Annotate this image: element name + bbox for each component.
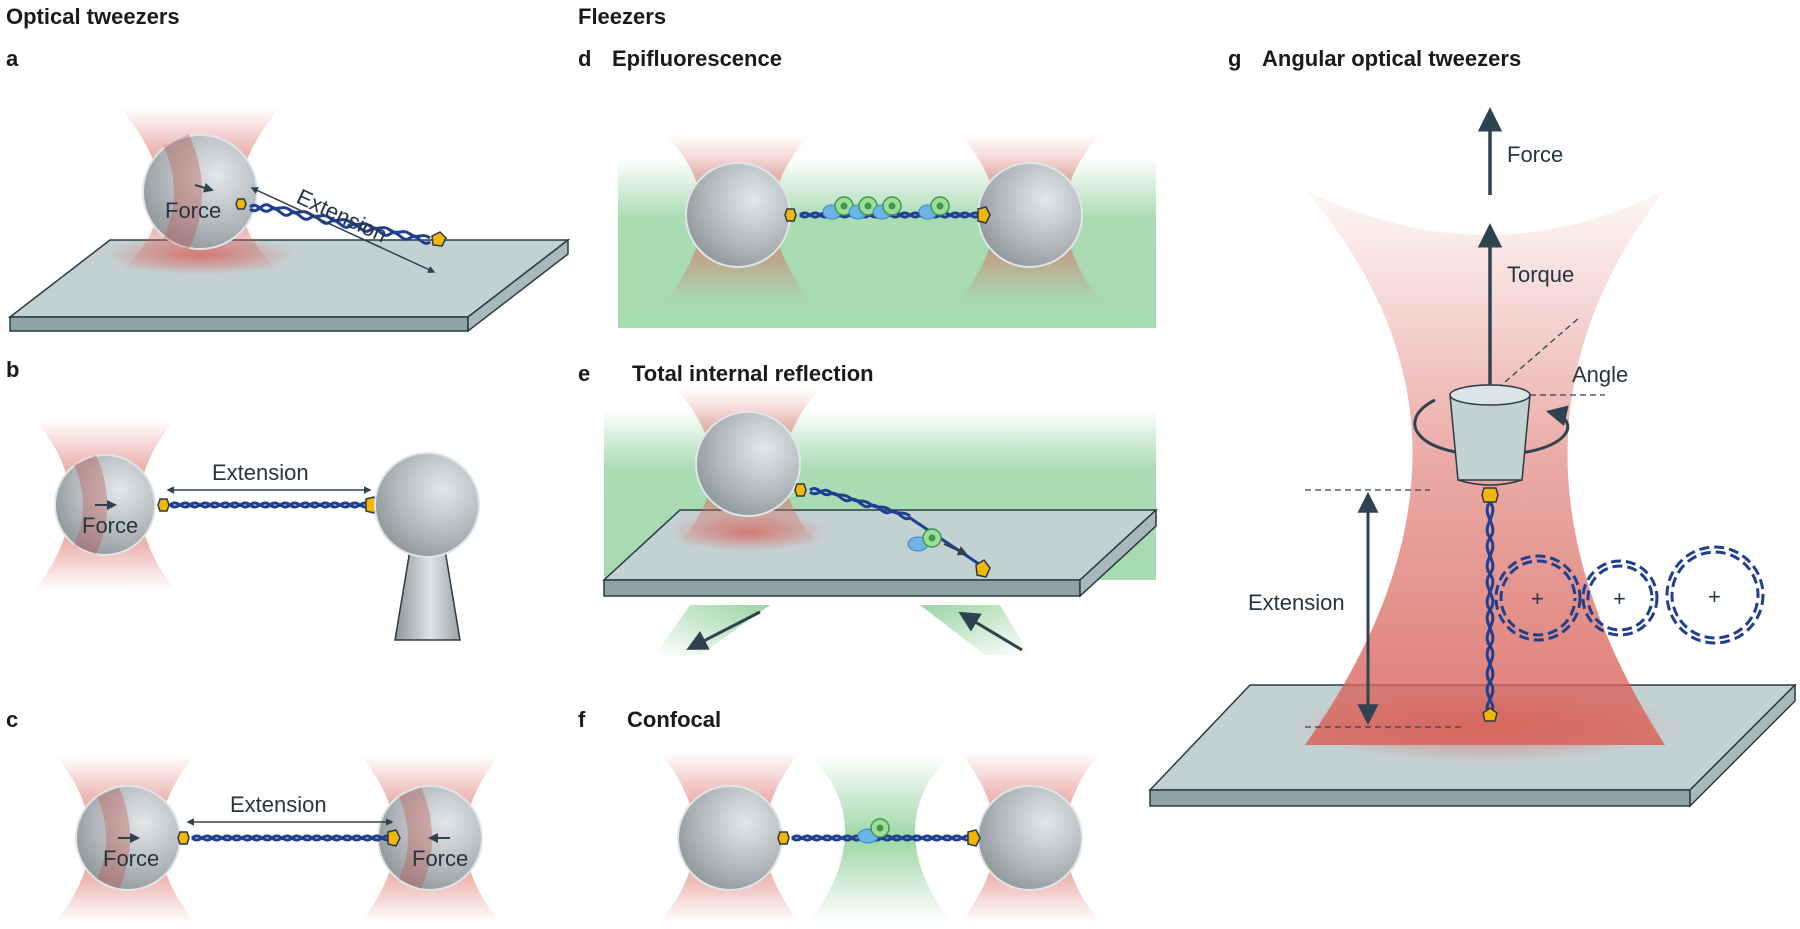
torque-label: Torque	[1507, 262, 1574, 287]
reflected-beam	[655, 605, 770, 655]
panel-e: e Total internal reflection	[578, 361, 1158, 655]
angle-label: Angle	[1572, 362, 1628, 387]
panel-d-letter: d	[578, 46, 591, 71]
coverslip-side	[1689, 683, 1796, 808]
supercoil-loop	[1586, 564, 1654, 632]
supercoil-loop	[1494, 554, 1582, 642]
panel-f-letter: f	[578, 707, 586, 732]
coverslip-side	[1079, 508, 1157, 598]
extension-arrow	[250, 187, 436, 273]
heading-fleezers: Fleezers	[578, 4, 666, 29]
panel-c: c Force Force Extension	[6, 707, 500, 922]
coverslip-side	[467, 238, 569, 333]
handle-digoxigenin	[975, 558, 991, 578]
supercoil-loop	[1670, 550, 1760, 640]
cylinder-top	[1449, 384, 1531, 406]
cylinder-bottom	[1457, 479, 1523, 486]
panel-g-letter: g	[1228, 46, 1241, 71]
force-label: Force	[82, 513, 138, 538]
handle-biotin	[784, 208, 797, 222]
force-label-left: Force	[103, 846, 159, 871]
handle-biotin	[777, 831, 790, 845]
trapped-bead-left	[677, 785, 783, 891]
fluorophore-core	[928, 534, 936, 542]
extension-label: Extension	[212, 460, 309, 485]
fluorophore-core	[840, 202, 848, 210]
panel-d: d Epifluorescence	[578, 46, 1156, 328]
force-arrow	[194, 182, 214, 193]
beam-overlap-right	[398, 787, 432, 889]
handle-digoxigenin	[387, 829, 401, 847]
plectonemes: + + +	[1494, 545, 1765, 645]
handle-top	[1481, 487, 1499, 503]
fluorophore-core	[876, 824, 884, 832]
handle-biotin	[157, 498, 170, 512]
panel-e-letter: e	[578, 361, 590, 386]
dna-tether-strand-2	[1485, 501, 1495, 714]
panel-d-title: Epifluorescence	[612, 46, 782, 71]
handle-biotin	[177, 831, 190, 845]
dna-strand-2	[169, 501, 371, 509]
extension-label: Extension	[230, 792, 327, 817]
micropipette	[394, 549, 461, 641]
beam-overlap	[163, 134, 202, 250]
dna-strand-2	[191, 834, 393, 842]
handle-digoxigenin	[967, 829, 981, 847]
coverslip-edge	[1149, 789, 1691, 807]
handle-digoxigenin	[977, 206, 991, 224]
pipette-bead	[374, 452, 480, 558]
handle-biotin	[794, 483, 807, 497]
incident-beam-arrow	[958, 611, 1023, 652]
dna-strand-2	[809, 488, 911, 518]
supercoil-loop	[1581, 559, 1659, 637]
dna-strand-2	[791, 834, 973, 842]
translocation-arrow	[943, 543, 968, 556]
coverslip-edge	[603, 579, 1081, 597]
panel-b-letter: b	[6, 357, 19, 382]
force-label: Force	[1507, 142, 1563, 167]
panel-a-letter: a	[6, 46, 19, 71]
fluorophore-core	[864, 202, 872, 210]
extension-label: Extension	[1248, 590, 1345, 615]
supercoil-loop	[1665, 545, 1765, 645]
heading-optical-tweezers: Optical tweezers	[6, 4, 180, 29]
panel-e-title: Total internal reflection	[632, 361, 874, 386]
trapped-bead-left	[685, 162, 791, 268]
panel-g: g Angular optical tweezers Force Torque …	[1148, 46, 1797, 808]
force-label: Force	[165, 198, 221, 223]
panel-f-title: Confocal	[627, 707, 721, 732]
panel-f: f Confocal	[578, 707, 1100, 922]
trapped-bead-right	[977, 785, 1083, 891]
handle-biotin	[235, 198, 247, 210]
reflected-beam-arrow	[686, 610, 761, 650]
fluorophore-core	[888, 202, 896, 210]
coverslip-edge	[9, 316, 469, 332]
plectoneme-plus-3: +	[1708, 584, 1721, 609]
birefringent-cylinder	[1449, 394, 1531, 481]
handle-bottom	[1482, 707, 1498, 722]
force-label-right: Force	[412, 846, 468, 871]
trapped-bead-right	[977, 162, 1083, 268]
incident-beam	[920, 605, 1030, 655]
bound-proteins	[822, 196, 950, 220]
panel-c-letter: c	[6, 707, 18, 732]
panel-g-title: Angular optical tweezers	[1262, 46, 1521, 71]
extension-label: Extension	[293, 184, 391, 247]
fluorophore-core	[936, 202, 944, 210]
supercoil-loop	[1499, 559, 1577, 637]
plectoneme-plus-1: +	[1531, 586, 1544, 611]
plectoneme-plus-2: +	[1613, 586, 1626, 611]
panel-b: b Force Extension	[6, 357, 480, 641]
panel-a: a Force Extension	[6, 46, 571, 333]
trapped-bead	[695, 411, 801, 517]
